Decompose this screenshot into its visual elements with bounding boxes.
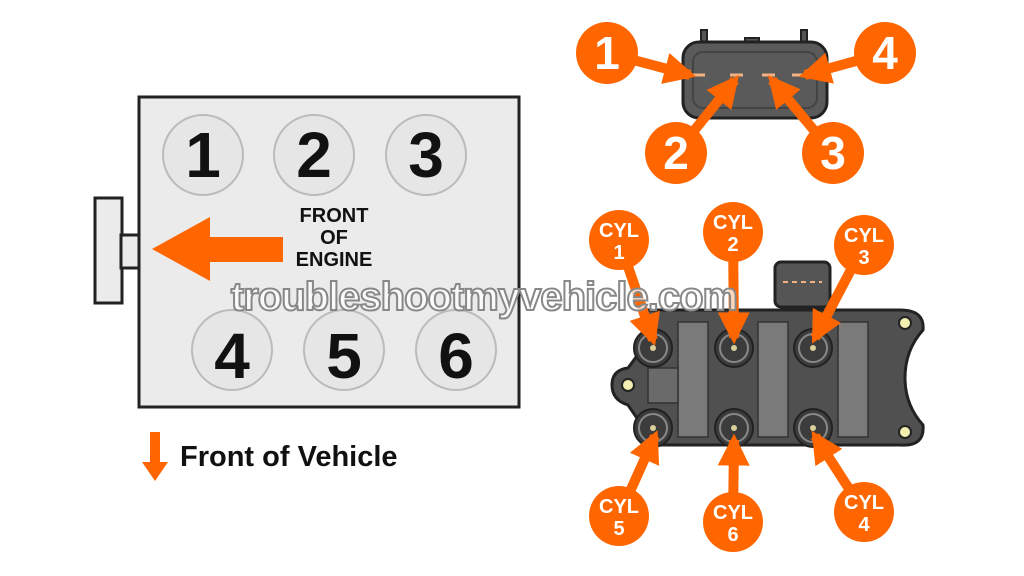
cylinder-bore <box>415 309 497 391</box>
cyl-callout <box>589 486 649 546</box>
cylinder-number: 2 <box>296 119 332 191</box>
cyl-callout <box>703 202 763 262</box>
cyl-callout <box>589 210 649 270</box>
cyl-word: CYL <box>599 220 639 242</box>
front-of-vehicle-label: Front of Vehicle <box>180 441 398 473</box>
crank-shaft <box>119 233 142 270</box>
pin-number: 2 <box>663 127 689 179</box>
front-label-line2: OF <box>320 227 348 249</box>
cyl-number: 5 <box>613 518 624 540</box>
cylinder-number: 4 <box>214 320 250 392</box>
cyl-number: 3 <box>858 247 869 269</box>
engine-block: 1 2 3 4 5 6 FRONT OF ENGINE <box>93 95 521 409</box>
cylinder-bore <box>162 114 244 196</box>
pin-callout <box>576 22 638 84</box>
pin-number: 4 <box>872 27 898 79</box>
cylinder-number: 5 <box>326 320 362 392</box>
pin-callout <box>854 22 916 84</box>
cylinder-bore <box>273 114 355 196</box>
cylinder-number: 6 <box>438 320 474 392</box>
cyl-word: CYL <box>599 496 639 518</box>
cyl-callout <box>703 492 763 552</box>
cyl-word: CYL <box>844 225 884 247</box>
connector-diagram: 12 34 <box>576 22 916 184</box>
cyl-number: 4 <box>858 514 870 536</box>
pin-number: 3 <box>820 127 846 179</box>
cyl-number: 1 <box>613 242 624 264</box>
coil-connector <box>773 260 832 309</box>
crank-pulley <box>93 196 124 305</box>
cylinder-bore <box>191 309 273 391</box>
front-of-engine-arrow-icon <box>152 217 283 281</box>
front-label-line1: FRONT <box>300 205 369 227</box>
connector-body <box>681 40 829 120</box>
cyl-number: 6 <box>727 524 738 546</box>
cylinder-number: 1 <box>185 119 221 191</box>
cyl-word: CYL <box>844 492 884 514</box>
cylinder-bore <box>385 114 467 196</box>
pin-callout <box>802 122 864 184</box>
cyl-word: CYL <box>713 212 753 234</box>
cyl-number: 2 <box>727 234 738 256</box>
pin-callout <box>645 122 707 184</box>
watermark: troubleshootmyvehicle.com <box>231 275 737 319</box>
cylinder-bore <box>303 309 385 391</box>
cyl-callout <box>834 215 894 275</box>
pin-number: 1 <box>594 27 620 79</box>
arrow-down-icon <box>142 432 168 481</box>
cyl-callout <box>834 482 894 542</box>
cylinder-number: 3 <box>408 119 444 191</box>
cyl-word: CYL <box>713 502 753 524</box>
front-label-line3: ENGINE <box>296 249 373 271</box>
